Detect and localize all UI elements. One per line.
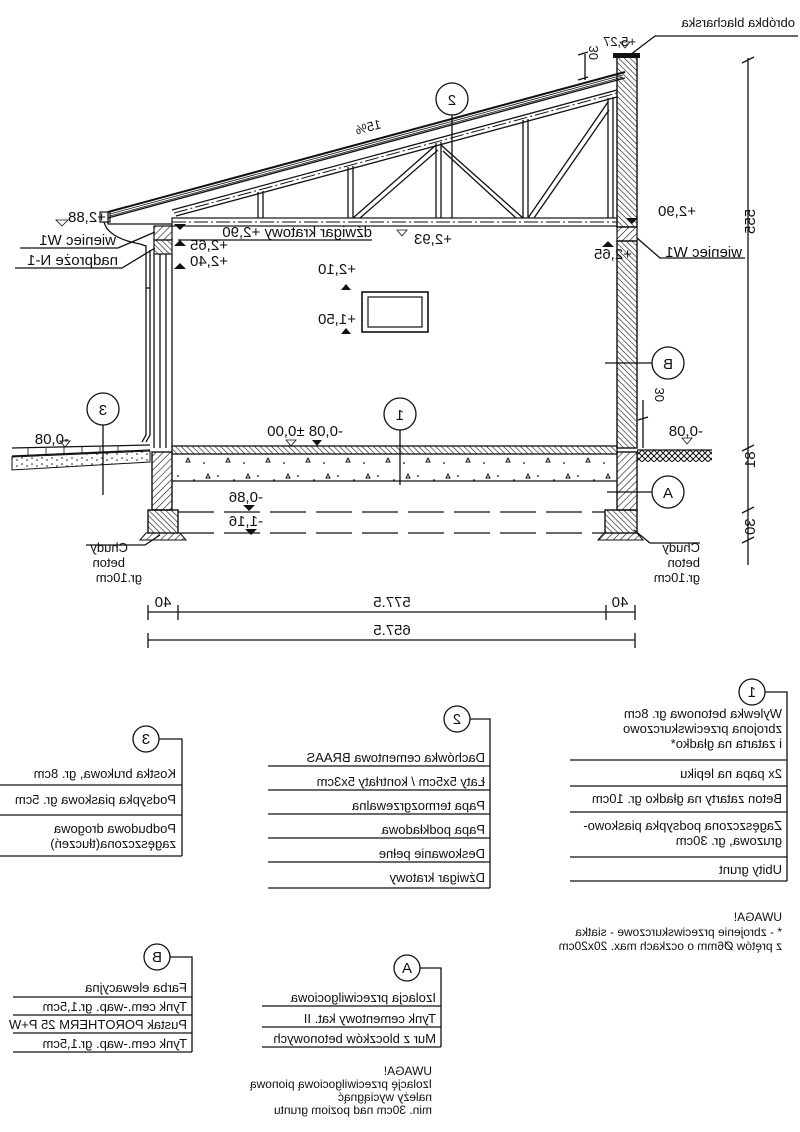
legend-row: gruzowa, gr. 30cm: [676, 833, 782, 848]
legend-paving: 3 Kostka brukowa, gr. 8cm Podsypka piask…: [0, 725, 183, 857]
legend-row: Wylewka betonowa gr. 8cm: [624, 706, 782, 721]
label-lean-concrete-left: gr.10cm: [96, 570, 142, 585]
marker-floor-label: 1: [396, 407, 404, 424]
legend-row: Łaty 5x5cm / kontrłaty 5x3cm: [317, 774, 485, 789]
marker-floor: 1: [383, 397, 417, 431]
dim-total: 657.5: [373, 622, 411, 639]
legend-wall: B Farba elewacyjna Tynk cem.-wap. gr.1,5…: [8, 943, 193, 1053]
legend-row: Kostka brukowa, gr. 8cm: [34, 766, 176, 781]
height-dimension: [741, 56, 755, 565]
legend-row: Farba elewacyjna: [84, 980, 187, 995]
level-markers: [55, 41, 693, 535]
roof-truss: [171, 97, 618, 227]
legend-row: Beton zatarty na gładko gr. 10cm: [592, 791, 782, 806]
label-flashing: obróbka blacharska: [681, 15, 795, 30]
label-truss-level: +2,93: [414, 231, 452, 248]
label-right-ground: -0,08: [669, 423, 703, 440]
label-top-level: +5,27: [603, 34, 636, 49]
dim-height-81: 81: [742, 451, 759, 468]
dim-interior: 577.5: [373, 594, 411, 611]
note-line: z prętów Ø6mm o oczkach max. 20x20cm: [559, 939, 782, 953]
label-right-ring-beam: wieniec W1: [665, 244, 743, 261]
roof: [107, 71, 626, 225]
label-lean-concrete-right: beton: [667, 555, 700, 570]
legend-row: Podsypka piaskowa gr. 5cm: [15, 792, 176, 807]
note-line: Izolację przeciwilgociową pionową: [250, 1077, 432, 1091]
label-left-lintel: nadproże N-1: [27, 252, 118, 269]
label-truss: dźwigar kratowy +2,90: [222, 224, 372, 241]
note-line: należy wyciągnąć: [338, 1090, 432, 1104]
note-line: UWAGA!: [734, 910, 782, 924]
label-left-ground: -0,08: [35, 431, 69, 448]
note-line: min. 30cm nad poziom gruntu: [274, 1103, 432, 1117]
marker-roof: 2: [435, 82, 469, 116]
legend-row: Tynk cem.-wap. gr.1,5cm: [43, 999, 188, 1014]
label-window-bottom: +1,50: [318, 311, 356, 328]
drawing-labels: obróbka blacharska +5,27 30 15% +2,88 wi…: [27, 15, 795, 639]
marker-paving: 3: [86, 392, 120, 426]
legend-roof: 2 Dachówka cementowa BRAAS Łaty 5x5cm / …: [268, 705, 491, 889]
leader-lines: [15, 35, 798, 546]
label-right-290: +2,90: [658, 203, 696, 220]
left-wall: [138, 225, 188, 541]
marker-wall-label: B: [663, 356, 673, 373]
legend-row: Pustak POROTHERM 25 P+W: [8, 1017, 187, 1032]
legend-row: Mur z bloczków betonowych: [273, 1031, 436, 1046]
legend-row: Izolacja przeciwilgociowa: [290, 990, 436, 1005]
ground-right: [637, 449, 712, 462]
legend-row: Deskowanie pełne: [379, 846, 485, 861]
note-line: UWAGA!: [384, 1064, 432, 1078]
legend-foundation: A Izolacja przeciwilgociowa Tynk cemento…: [250, 954, 442, 1117]
legend-row: 2x papa na lepiku: [680, 766, 782, 781]
legend-floor-marker: 1: [748, 684, 756, 701]
legend-row: Dźwigar kratowy: [389, 870, 485, 885]
legend-row: Tynk cem.-wap. gr.1,5cm: [43, 1036, 188, 1051]
label-lean-concrete-left: beton: [92, 555, 125, 570]
legend-row: Dachówka cementowa BRAAS: [306, 750, 485, 765]
legend-row: zbrojona przeciwskurczowo: [623, 721, 782, 736]
dim-left-wall: 40: [155, 594, 172, 611]
label-lean-concrete-right: Chudy: [662, 540, 700, 555]
legend-row: zagęszczona(tłuczeń): [50, 836, 176, 851]
legend-row: Zagęszczona podsypka piaskowo-: [583, 818, 782, 833]
label-plinth-dim: 30: [652, 388, 667, 402]
window: [361, 291, 429, 333]
marker-paving-label: 3: [99, 402, 107, 419]
label-right-265: +2,65: [594, 246, 632, 263]
label-lean-concrete-right: gr.10cm: [654, 570, 700, 585]
legend-floor: 1 Wylewka betonowa gr. 8cm zbrojona prze…: [559, 678, 788, 953]
dim-height-30: 30: [742, 518, 759, 535]
legend-row: Podbudowa drogowa: [53, 821, 176, 836]
label-footing-top: -0,86: [229, 489, 263, 506]
marker-foundation-label: A: [663, 485, 673, 502]
marker-wall: B: [651, 346, 685, 380]
legend-foundation-marker: A: [402, 960, 412, 977]
note-line: * - zbrojenie przeciwskurczowe - siatka: [575, 925, 782, 939]
label-window-top: +2,10: [318, 261, 356, 278]
legend-row: Papa podkładowa: [381, 822, 485, 837]
legend-row: Ubity grunt: [719, 862, 782, 877]
dim-height-555: 555: [742, 209, 759, 234]
legend-row: Tynk cementowy kat. II: [304, 1011, 436, 1026]
ground-left-paving: [11, 444, 151, 471]
label-floor-levels: -0,08 ±0,00: [267, 423, 343, 440]
downpipe: [99, 211, 151, 443]
label-lean-concrete-left: Chudy: [90, 540, 128, 555]
legend-wall-marker: B: [152, 949, 162, 966]
marker-foundation: A: [651, 475, 685, 509]
legend-row: i zatarta na gładko*: [671, 736, 782, 751]
legend-roof-marker: 2: [453, 711, 461, 728]
label-left-265: +2,65: [190, 237, 228, 254]
label-footing-bottom: -1,16: [229, 513, 263, 530]
marker-roof-label: 2: [448, 92, 456, 109]
legend-paving-marker: 3: [142, 731, 150, 748]
label-left-240: +2,40: [190, 253, 228, 270]
legend-row: Papa termozgrzewalna: [351, 798, 485, 813]
dim-right-wall: 40: [612, 594, 629, 611]
label-eave-level: +2,88: [68, 209, 106, 226]
label-roof-slope: 15%: [353, 116, 382, 137]
width-dimensions: [147, 605, 636, 648]
label-left-ring-beam: wieniec W1: [39, 232, 117, 249]
label-parapet-dim: 30: [586, 46, 601, 60]
